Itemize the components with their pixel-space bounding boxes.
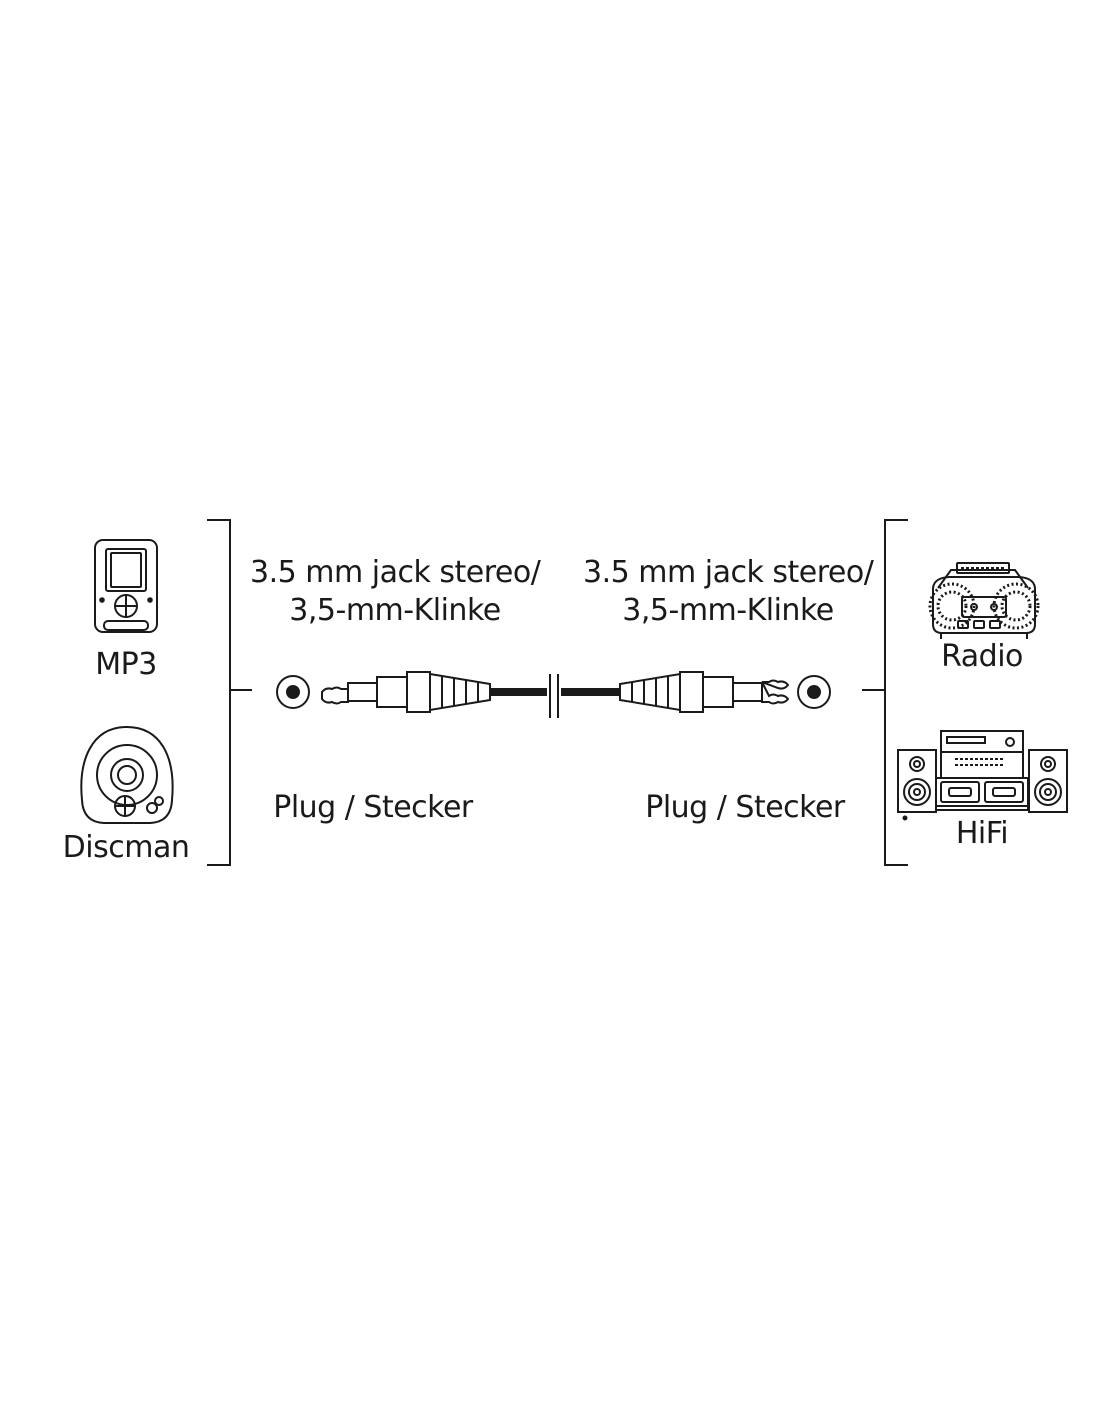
right-connector-kind: Plug / Stecker: [645, 790, 845, 825]
left-plug-icon: [321, 671, 491, 713]
right-plug-icon: [619, 671, 790, 713]
cable: [490, 674, 620, 718]
hifi-system-icon: [897, 730, 1068, 821]
left-connector-type-line1: 3.5 mm jack stereo/: [250, 555, 541, 590]
right-bracket: [862, 519, 908, 866]
boombox-radio-icon: [928, 562, 1040, 639]
mp3-label: MP3: [95, 647, 157, 682]
radio-label: Radio: [941, 639, 1023, 674]
left-connector-kind: Plug / Stecker: [273, 790, 473, 825]
left-connector-type-line2: 3,5-mm-Klinke: [289, 593, 501, 628]
right-connector-type-line2: 3,5-mm-Klinke: [622, 593, 834, 628]
left-bracket: [207, 519, 252, 866]
right-connector-type-line1: 3.5 mm jack stereo/: [583, 555, 874, 590]
discman-label: Discman: [62, 830, 190, 865]
right-socket-icon: [797, 675, 831, 709]
discman-icon: [80, 725, 174, 824]
mp3-player-icon: [94, 539, 158, 633]
left-socket-icon: [276, 675, 310, 709]
hifi-label: HiFi: [955, 816, 1009, 851]
